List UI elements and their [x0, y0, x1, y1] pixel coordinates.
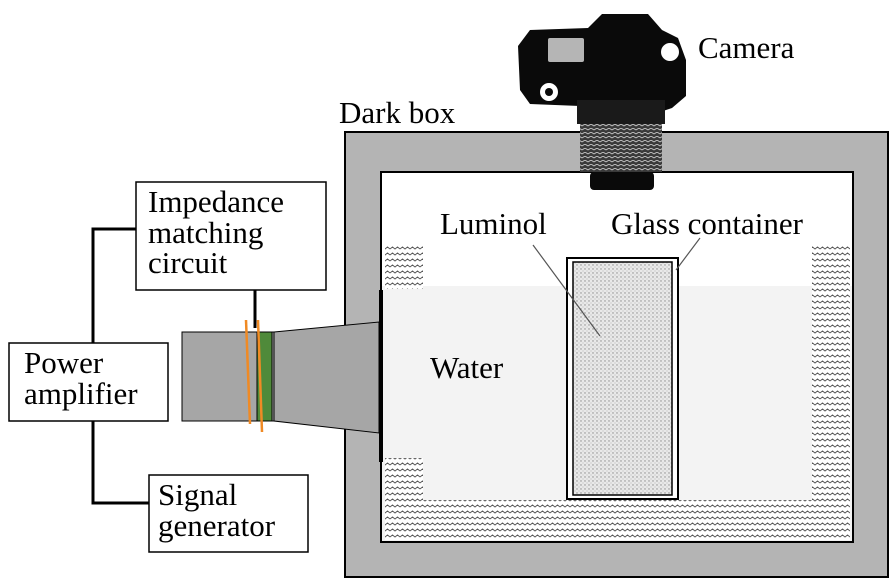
camera-lcd [548, 38, 584, 62]
glass-container [566, 257, 679, 500]
power-amplifier-label-line2: amplifier [24, 376, 138, 411]
signal-generator-label-line1: Signal [158, 477, 237, 512]
luminol-solution [572, 261, 673, 496]
signal-generator-label-line2: generator [158, 508, 276, 543]
absorber-bottom [420, 500, 816, 540]
lens-zoom-ring [580, 124, 662, 172]
wiring [91, 227, 257, 505]
camera-label: Camera [698, 30, 795, 65]
water-label: Water [430, 350, 504, 385]
power-amplifier-box [8, 342, 169, 422]
lens-mount [577, 100, 665, 124]
ultrasonic-transducer [181, 290, 383, 462]
camera-shutter [659, 41, 681, 63]
glass-container-label: Glass container [611, 206, 804, 241]
coil-wire-right [256, 319, 264, 433]
glass-container-pointer [675, 237, 701, 271]
luminol-label: Luminol [440, 206, 547, 241]
coil-wire-left [244, 319, 252, 425]
luminol-pointer [532, 244, 601, 337]
wire-impedance-to-amplifier [91, 227, 136, 345]
impedance-matching-box [135, 181, 327, 291]
transducer-horn [273, 321, 380, 434]
camera-mode-dial-center [545, 88, 553, 96]
absorber-right [812, 244, 850, 540]
impedance-label-line2: matching [148, 215, 263, 250]
impedance-label-line3: circuit [148, 245, 228, 280]
absorber-top-left [385, 244, 423, 289]
impedance-label-line1: Impedance [148, 184, 284, 219]
camera-icon [518, 14, 686, 190]
dark-box-label: Dark box [339, 95, 456, 130]
wire-amplifier-to-signal [91, 420, 149, 505]
absorber-bottom-left [385, 458, 423, 540]
signal-generator-box [148, 474, 309, 553]
lens-front [590, 172, 654, 190]
power-amplifier-label-line1: Power [24, 345, 104, 380]
